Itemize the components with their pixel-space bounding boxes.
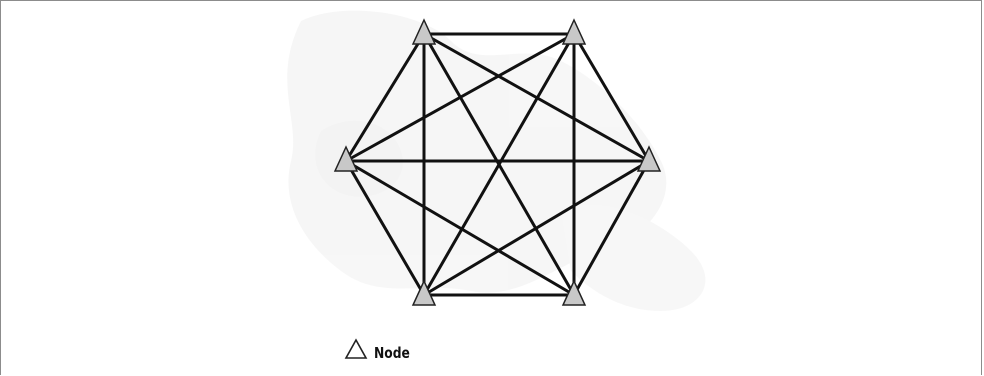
legend-label: Node [374,344,410,362]
triangle-node-icon [344,338,368,360]
node-n2 [563,20,585,44]
